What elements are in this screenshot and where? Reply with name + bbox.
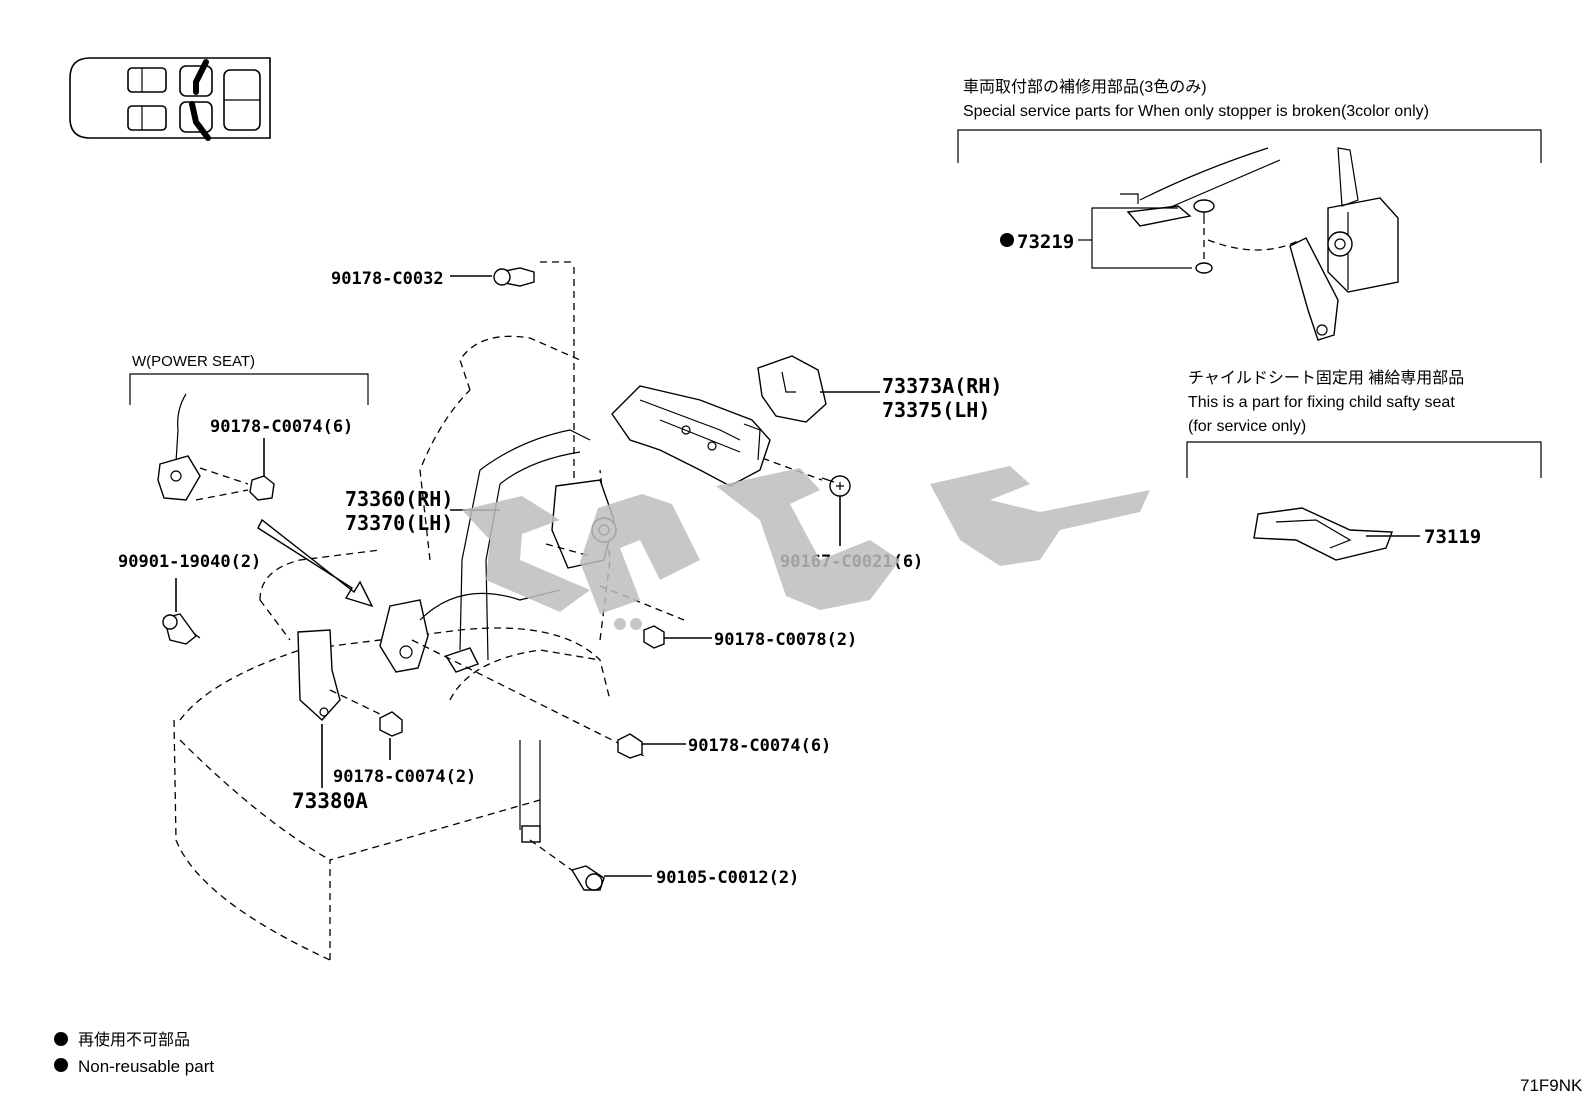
fastener-90901-19040: 90901-19040(2): [118, 552, 261, 645]
part-label-90178-c0078: 90178-C0078(2): [714, 630, 857, 650]
part-label-90178-c0074-6: 90178-C0074(6): [688, 736, 831, 756]
legend-en: Non-reusable part: [78, 1057, 214, 1076]
fastener-90178-c0074-6: 90178-C0074(6): [617, 733, 831, 759]
seat-illustration: [173, 261, 823, 961]
watermark-logo: [462, 466, 1150, 630]
cover-73373a: 73373A(RH) 73375(LH): [757, 355, 1002, 423]
child-seat-title-en2: (for service only): [1188, 418, 1306, 435]
diagram-code: 71F9NK: [1520, 1076, 1583, 1095]
part-label-73360-rh: 73360(RH): [345, 487, 453, 511]
part-label-73119: 73119: [1424, 526, 1481, 548]
stopper-section-title-en: Special service parts for When only stop…: [963, 103, 1429, 120]
stopper-section-title-jp: 車両取付部の補修用部品(3色のみ): [963, 78, 1207, 96]
part-label-90901-19040: 90901-19040(2): [118, 552, 261, 572]
fastener-90178-c0074-2: 90178-C0074(2): [333, 711, 476, 787]
part-label-90178-c0032: 90178-C0032: [331, 269, 444, 289]
non-reusable-marker: [1000, 233, 1014, 247]
fastener-90178-c0078: 90178-C0078(2): [643, 625, 857, 650]
part-label-73375-lh: 73375(LH): [882, 398, 990, 422]
power-seat-title: W(POWER SEAT): [132, 353, 255, 370]
part-label-73373a-rh: 73373A(RH): [882, 374, 1002, 398]
legend-bullet-icon: [54, 1032, 68, 1046]
part-label-90178-c0074-2: 90178-C0074(2): [333, 767, 476, 787]
fastener-90105-c0012: 90105-C0012(2): [570, 865, 799, 891]
legend: 再使用不可部品 Non-reusable part: [54, 1031, 214, 1076]
vehicle-locator-icon: [69, 57, 271, 141]
part-label-73219: 73219: [1017, 231, 1074, 253]
legend-bullet-icon: [54, 1058, 68, 1072]
seat-anchor-bracket: [611, 385, 771, 487]
child-seat-title-jp: チャイルドシート固定用 補給専用部品: [1188, 369, 1464, 387]
child-seat-section: チャイルドシート固定用 補給専用部品 This is a part for fi…: [1186, 369, 1542, 561]
legend-jp: 再使用不可部品: [78, 1031, 190, 1049]
part-label-73370-lh: 73370(LH): [345, 511, 453, 535]
part-label-90105-c0012: 90105-C0012(2): [656, 868, 799, 888]
belt-labels: 73360(RH) 73370(LH) 73380A: [292, 487, 500, 813]
stopper-service-section: 車両取付部の補修用部品(3色のみ) Special service parts …: [957, 78, 1542, 341]
child-seat-title-en1: This is a part for fixing child safty se…: [1188, 394, 1455, 411]
part-label-73380a: 73380A: [292, 789, 368, 813]
power-seat-section: W(POWER SEAT) 90178-C0074(6): [129, 353, 369, 501]
fastener-90178-c0032: 90178-C0032: [331, 267, 535, 289]
part-label-90178-c0074-ps: 90178-C0074(6): [210, 417, 353, 437]
